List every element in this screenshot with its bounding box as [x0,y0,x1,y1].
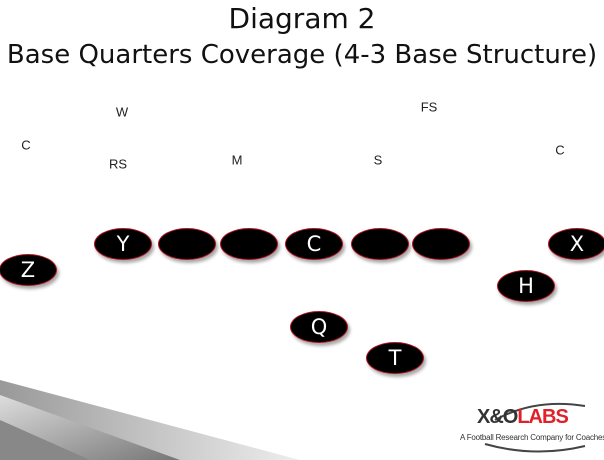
logo-swoosh-icon [484,402,586,453]
defender-fs: FS [420,99,438,115]
decorative-stripes [0,380,300,460]
logo-labs: LABS [517,406,568,428]
logo-tagline: A Football Research Company for Coaches [460,433,604,442]
diagram-subtitle: Base Quarters Coverage (4-3 Base Structu… [6,40,598,70]
player-z: Z [0,254,57,286]
player-right-tackle [412,228,470,260]
defender-m: M [231,152,243,168]
diagram-title: Diagram 2 [228,2,376,35]
player-h: H [497,270,555,302]
logo-xo: X&O [477,406,518,428]
xo-labs-logo: X&OLABS A Football Research Company for … [455,400,604,456]
defender-w: W [115,104,129,120]
defender-rs: RS [108,156,128,172]
player-right-guard [351,228,409,260]
player-t: T [366,342,424,374]
player-center: C [285,228,343,260]
player-y: Y [94,228,152,260]
defender-c-right: C [555,142,565,158]
defender-c-left: C [21,137,31,153]
player-x: X [548,228,604,260]
player-left-guard [220,228,278,260]
player-q: Q [290,311,348,343]
player-left-tackle [158,228,216,260]
defender-s: S [373,152,383,168]
